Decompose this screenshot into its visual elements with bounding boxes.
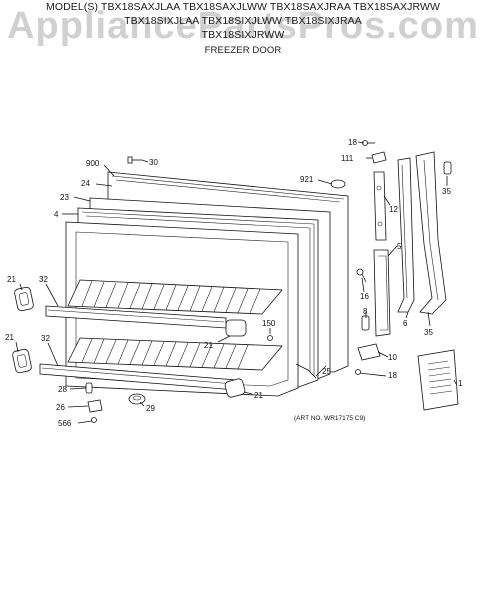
screw-566 xyxy=(91,417,97,423)
handle-35 xyxy=(415,151,447,315)
screw-150 xyxy=(267,335,273,341)
screw-18-bottom xyxy=(355,369,369,375)
callout-24: 24 xyxy=(81,179,90,188)
callout-32-upper: 32 xyxy=(39,275,48,284)
callout-566: 566 xyxy=(58,419,72,428)
callout-26: 26 xyxy=(56,403,65,412)
shelf-bar-upper xyxy=(45,305,227,329)
grommet-29 xyxy=(128,393,146,405)
callout-4: 4 xyxy=(54,210,59,219)
callout-35: 35 xyxy=(442,187,451,196)
callout-921: 921 xyxy=(300,175,314,184)
model-list-line-2: TBX18SIXJLAA TBX18SIXJLWW TBX18SIXJRAA xyxy=(124,15,362,27)
end-cap-lower-right xyxy=(224,378,246,398)
callout-21-upper-left: 21 xyxy=(7,275,16,284)
callout-10: 10 xyxy=(388,353,397,362)
callout-8: 8 xyxy=(363,307,368,316)
plug-921 xyxy=(330,179,346,189)
callout-18-bottom: 18 xyxy=(388,371,397,380)
model-list-line-1: MODEL(S) TBX18SAXJLAA TBX18SAXJLWW TBX18… xyxy=(45,1,441,13)
hinge-cap-111 xyxy=(371,151,387,164)
hinge-bracket-12 xyxy=(373,171,387,241)
screw-16 xyxy=(356,268,367,283)
model-list-line-3: TBX18SIXJRWW xyxy=(201,29,285,41)
callout-12: 12 xyxy=(389,205,398,214)
callout-900: 900 xyxy=(86,159,100,168)
callout-150: 150 xyxy=(262,319,276,328)
callout-6: 6 xyxy=(403,319,408,328)
end-cap-lower-left xyxy=(12,348,32,374)
callout-1: 1 xyxy=(458,379,463,388)
callout-5: 5 xyxy=(397,242,402,251)
callout-18: 18 xyxy=(348,138,357,147)
manual-1 xyxy=(417,349,459,411)
screw-30 xyxy=(127,156,142,164)
art-number: (ART NO. WR17175 C9) xyxy=(294,415,365,422)
door-inner-liner xyxy=(65,221,299,397)
callout-29: 29 xyxy=(146,404,155,413)
cap-35 xyxy=(443,161,452,175)
spacer-8 xyxy=(361,315,370,331)
plug-28 xyxy=(85,382,93,394)
callout-32-lower: 32 xyxy=(41,334,50,343)
watermark: AppliancePartsPros.com xyxy=(7,5,479,47)
callout-21-shelf: 21 xyxy=(204,341,213,350)
section-title: FREEZER DOOR xyxy=(204,45,282,56)
handle-bracket-5 xyxy=(373,249,391,337)
handle-6 xyxy=(397,157,415,313)
callout-16: 16 xyxy=(360,292,369,301)
callout-111: 111 xyxy=(341,154,354,163)
screw-18-top xyxy=(362,140,375,146)
clip-26 xyxy=(87,399,103,413)
callout-23: 23 xyxy=(60,193,69,202)
callout-30: 30 xyxy=(149,158,158,167)
hinge-10 xyxy=(357,343,381,361)
door-seal-25 xyxy=(295,363,317,379)
callout-25: 25 xyxy=(322,367,331,376)
callout-35-handle: 35 xyxy=(424,328,433,337)
end-cap-upper-left xyxy=(14,286,34,312)
callout-21-lower-left: 21 xyxy=(5,333,14,342)
leader-lines xyxy=(15,141,457,424)
callout-28: 28 xyxy=(58,385,67,394)
callout-21-lower-right: 21 xyxy=(254,391,263,400)
